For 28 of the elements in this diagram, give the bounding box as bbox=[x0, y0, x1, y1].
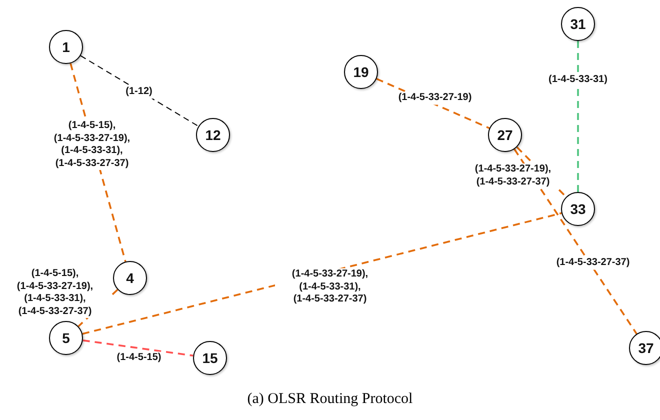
node-number: 37 bbox=[638, 340, 654, 356]
node-circle bbox=[49, 321, 83, 355]
node-circle bbox=[561, 192, 595, 226]
node-number: 31 bbox=[570, 16, 586, 32]
node-number: 19 bbox=[353, 64, 369, 80]
node-number: 27 bbox=[497, 127, 513, 143]
node-circle bbox=[488, 118, 522, 152]
node-number: 5 bbox=[62, 330, 70, 346]
node-number: 33 bbox=[570, 201, 586, 217]
dashed-connector bbox=[577, 41, 579, 192]
node-circle bbox=[193, 341, 227, 375]
node-circle bbox=[196, 118, 230, 152]
edge-label: (1-4-5-33-27-37) bbox=[556, 256, 630, 270]
node-circle bbox=[629, 331, 660, 365]
node-circle bbox=[113, 261, 147, 295]
edge-label: (1-4-5-15) bbox=[116, 352, 162, 364]
node-circle bbox=[344, 55, 378, 89]
edge-label: (1-4-5-33-27-19) bbox=[398, 92, 472, 104]
node-number: 15 bbox=[202, 350, 218, 366]
node-circle bbox=[561, 7, 595, 41]
node-number: 1 bbox=[62, 39, 70, 55]
edge-label: (1-4-5-33-31) bbox=[548, 74, 608, 86]
node-circle bbox=[49, 30, 83, 64]
dashed-connector bbox=[82, 339, 194, 357]
figure-caption: (a) OLSR Routing Protocol bbox=[246, 391, 414, 408]
edge-label: (1-12) bbox=[126, 86, 152, 98]
node-number: 12 bbox=[205, 127, 221, 143]
node-number: 4 bbox=[126, 270, 134, 286]
